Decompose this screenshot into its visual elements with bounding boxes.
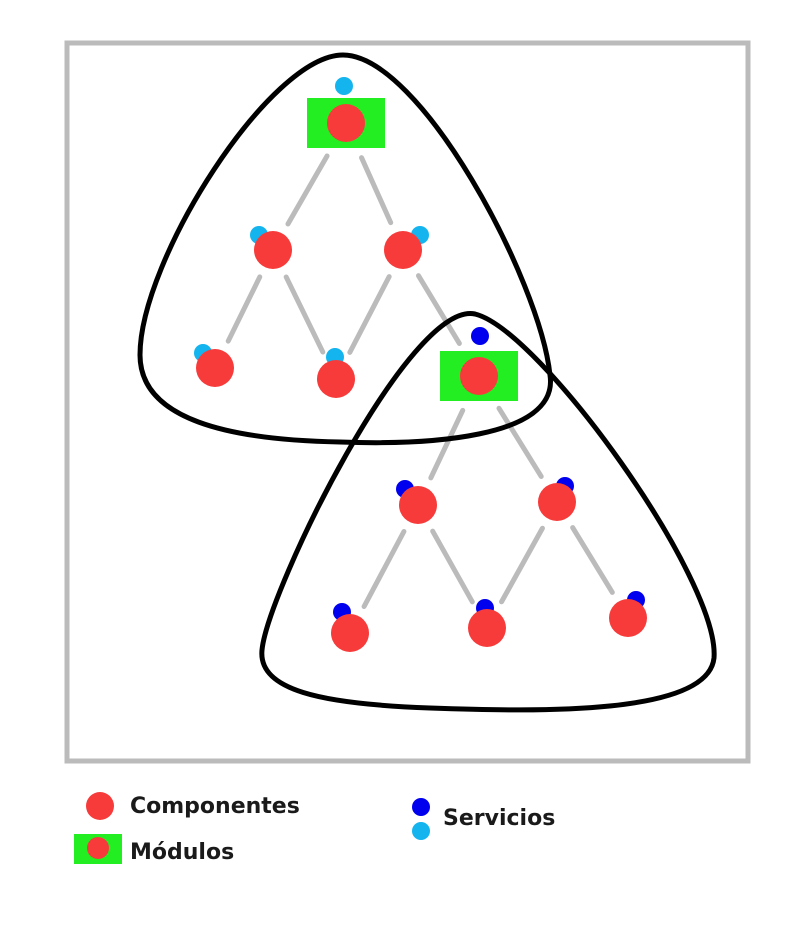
service-dot [335,77,353,95]
dependency-edge [430,528,475,605]
component-node [317,360,355,398]
component-node [331,614,369,652]
dependency-edge [283,274,326,355]
group-outline-bottom [259,311,717,713]
legend-service-dark-symbol [412,798,430,816]
legend-component-symbol [86,792,114,820]
nodes-layer [194,77,647,652]
legend-service-light-symbol [412,822,430,840]
component-node [399,486,437,524]
dependency-edge [285,153,330,227]
component-node [196,349,234,387]
diagram-frame [64,40,751,764]
legend-components-label: Componentes [130,794,300,819]
component-node [609,599,647,637]
edges-layer [225,153,615,610]
dependency-edge [499,525,545,605]
service-dot [471,327,489,345]
component-node [384,231,422,269]
component-node [538,483,576,521]
component-node [468,609,506,647]
dependency-edge [428,407,466,481]
dependency-edge [361,528,407,610]
dependency-edge [415,273,462,346]
dependency-edge [359,155,394,226]
dependency-edge [496,405,544,479]
group-outline-top [137,52,553,446]
dependency-edge [570,525,615,595]
dependency-edge [347,274,392,355]
legend-symbols [74,792,430,864]
legend-modules-label: Módulos [130,840,235,865]
legend-module-symbol [87,837,109,859]
module-component-node [327,104,365,142]
component-node [254,231,292,269]
dependency-edge [225,274,263,344]
legend-services-label: Servicios [443,806,556,831]
module-component-node [460,357,498,395]
